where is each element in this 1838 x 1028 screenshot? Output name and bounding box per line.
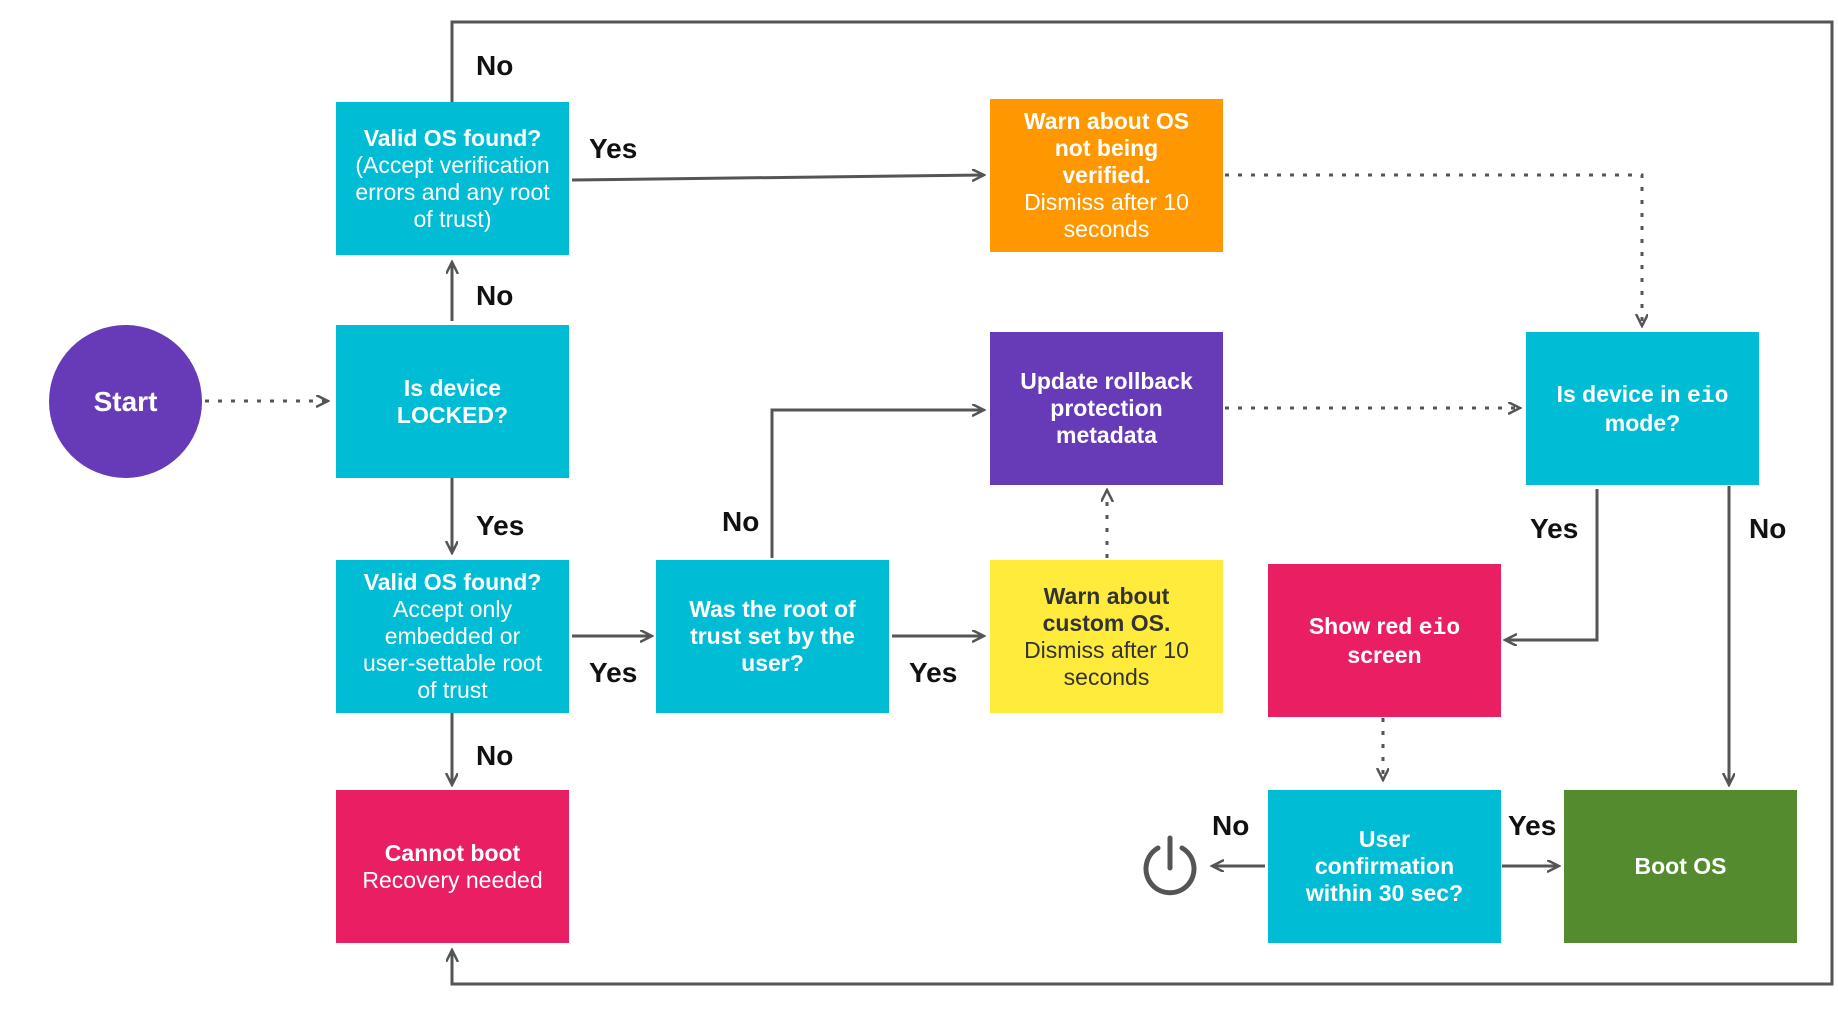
- warn-not-verified-line5: seconds: [1063, 216, 1150, 242]
- edge-valid-unlocked-yes: [571, 175, 984, 180]
- valid-os-locked-title: Valid OS found?: [363, 569, 542, 595]
- update-rollback-node: Update rollback protection metadata: [990, 332, 1223, 485]
- cannot-boot-subtitle: Recovery needed: [362, 866, 543, 893]
- user-confirm-line2: confirmation: [1314, 853, 1455, 879]
- label-no-valid: No: [476, 740, 514, 771]
- root-set-line2: trust set by the: [690, 623, 855, 649]
- show-red-eio-line2: screen: [1347, 641, 1422, 668]
- is-eio-line1: Is device in eio: [1557, 381, 1729, 410]
- warn-custom-line4: seconds: [1063, 663, 1150, 690]
- warn-not-verified-line1: Warn about OS: [1023, 108, 1190, 134]
- boot-os-node: Boot OS: [1564, 790, 1797, 943]
- valid-os-unlocked-line1: (Accept verification: [355, 151, 550, 178]
- label-yes-eio: Yes: [1530, 513, 1579, 544]
- warn-not-verified-node: Warn about OS not being verified. Dismis…: [990, 99, 1223, 252]
- is-locked-line1: Is device: [403, 374, 502, 401]
- warn-not-verified-line2: not being: [1054, 135, 1159, 161]
- start-label: Start: [93, 385, 158, 417]
- label-no-top: No: [476, 50, 514, 81]
- valid-os-unlocked-line2: errors and any root: [355, 178, 550, 205]
- warn-custom-line2: custom OS.: [1042, 609, 1171, 636]
- user-confirm-line3: within 30 sec?: [1305, 880, 1464, 906]
- user-confirm-line1: User: [1358, 826, 1411, 852]
- boot-os-label: Boot OS: [1634, 853, 1727, 879]
- power-icon: [1143, 835, 1197, 896]
- warn-not-verified-line3: verified.: [1062, 162, 1151, 188]
- is-eio-line2: mode?: [1604, 409, 1681, 436]
- update-rollback-line2: protection: [1050, 395, 1163, 421]
- valid-os-locked-line3: user-settable root: [363, 650, 542, 676]
- label-yes-root: Yes: [909, 657, 958, 688]
- label-no-root: No: [722, 506, 760, 537]
- is-eio-prefix: Is device in: [1556, 380, 1687, 407]
- edge-eio-yes: [1505, 489, 1599, 640]
- user-confirmation-node: User confirmation within 30 sec?: [1268, 790, 1501, 943]
- valid-os-locked-line4: of trust: [417, 677, 488, 703]
- label-no-locked: No: [476, 280, 514, 311]
- edge-root-no: [770, 410, 984, 558]
- warn-custom-line1: Warn about: [1043, 582, 1170, 609]
- start-node: Start: [49, 325, 202, 478]
- warn-custom-node: Warn about custom OS. Dismiss after 10 s…: [990, 560, 1223, 713]
- is-eio-code: eio: [1686, 382, 1729, 409]
- edge-warn-os-to-eio: [1225, 173, 1642, 326]
- label-yes-warn-os: Yes: [589, 133, 638, 164]
- root-set-by-user-node: Was the root of trust set by the user?: [656, 560, 889, 713]
- valid-os-unlocked-node: Valid OS found? (Accept verification err…: [336, 102, 569, 255]
- label-no-confirm: No: [1212, 810, 1250, 841]
- show-red-eio-node: Show red eio screen: [1268, 564, 1501, 717]
- valid-os-unlocked-title: Valid OS found?: [363, 124, 542, 151]
- cannot-boot-node: Cannot boot Recovery needed: [336, 790, 569, 943]
- label-yes-locked: Yes: [476, 510, 525, 541]
- root-set-line1: Was the root of: [689, 596, 856, 622]
- label-yes-confirm: Yes: [1508, 810, 1557, 841]
- label-yes-valid: Yes: [589, 657, 638, 688]
- show-red-code: eio: [1418, 614, 1461, 641]
- update-rollback-line1: Update rollback: [1020, 368, 1193, 394]
- update-rollback-line3: metadata: [1056, 422, 1157, 448]
- show-red-eio-line1: Show red eio: [1309, 613, 1460, 642]
- is-locked-line2: LOCKED?: [396, 401, 509, 428]
- valid-os-locked-node: Valid OS found? Accept only embedded or …: [336, 560, 569, 713]
- valid-os-locked-line1: Accept only: [393, 596, 512, 622]
- is-eio-mode-node: Is device in eio mode?: [1526, 332, 1759, 485]
- valid-os-unlocked-line3: of trust): [413, 205, 492, 232]
- warn-custom-line3: Dismiss after 10: [1024, 636, 1189, 663]
- edge-valid-unlocked-no-loop: [452, 20, 1834, 986]
- valid-os-locked-line2: embedded or: [384, 623, 521, 649]
- show-red-prefix: Show red: [1308, 612, 1419, 639]
- is-device-locked-node: Is device LOCKED?: [336, 325, 569, 478]
- cannot-boot-title: Cannot boot: [384, 839, 521, 866]
- warn-not-verified-line4: Dismiss after 10: [1024, 189, 1189, 215]
- label-no-eio: No: [1749, 513, 1787, 544]
- root-set-line3: user?: [741, 650, 804, 676]
